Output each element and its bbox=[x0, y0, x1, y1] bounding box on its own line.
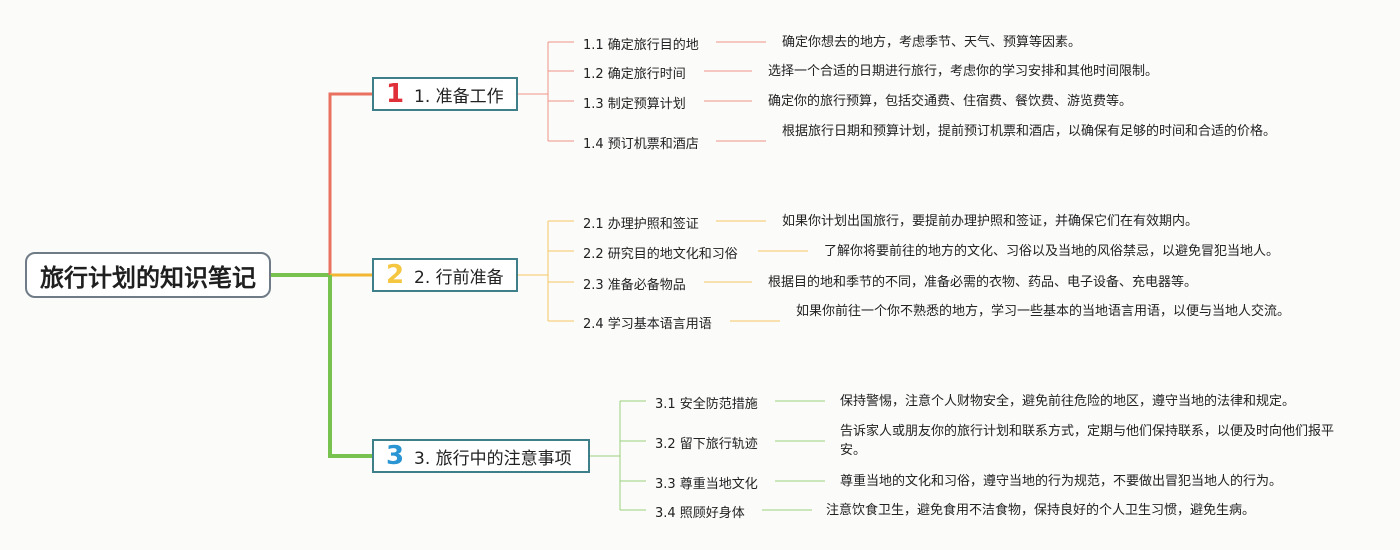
description-1-3: 确定你的旅行预算，包括交通费、住宿费、餐饮费、游览费等。 bbox=[768, 94, 1133, 109]
description-3-4: 注意饮食卫生，避免食用不洁食物，保持良好的个人卫生习惯，避免生病。 bbox=[826, 503, 1256, 518]
subtopic-2-4[interactable]: 2.4 学习基本语言用语 bbox=[583, 317, 712, 332]
description-3-2: 告诉家人或朋友你的旅行计划和联系方式，定期与他们保持联系，以便及时向他们报平安。 bbox=[840, 424, 1335, 458]
description-3-3: 尊重当地的文化和习俗，遵守当地的行为规范，不要做出冒犯当地人的行为。 bbox=[840, 474, 1283, 489]
description-3-1: 保持警惕，注意个人财物安全，避免前往危险的地区，遵守当地的法律和规定。 bbox=[840, 394, 1296, 409]
subtopic-1-2[interactable]: 1.2 确定旅行时间 bbox=[583, 67, 686, 82]
subtopic-3-3[interactable]: 3.3 尊重当地文化 bbox=[655, 477, 758, 492]
branch-node-2[interactable]: 2 2. 行前准备 bbox=[372, 258, 518, 292]
root-node[interactable]: 旅行计划的知识笔记 bbox=[25, 252, 271, 298]
subtopic-3-1[interactable]: 3.1 安全防范措施 bbox=[655, 397, 758, 412]
description-1-1: 确定你想去的地方，考虑季节、天气、预算等因素。 bbox=[782, 35, 1082, 50]
subtopic-3-2[interactable]: 3.2 留下旅行轨迹 bbox=[655, 437, 758, 452]
subtopic-1-1[interactable]: 1.1 确定旅行目的地 bbox=[583, 38, 699, 53]
subtopic-2-2[interactable]: 2.2 研究目的地文化和习俗 bbox=[583, 247, 738, 262]
description-2-1: 如果你计划出国旅行，要提前办理护照和签证，并确保它们在有效期内。 bbox=[782, 214, 1199, 229]
number-badge-2: 2 bbox=[385, 260, 405, 290]
root-title: 旅行计划的知识笔记 bbox=[40, 263, 256, 292]
subtopic-1-3[interactable]: 1.3 制定预算计划 bbox=[583, 97, 686, 112]
subtopic-2-1[interactable]: 2.1 办理护照和签证 bbox=[583, 217, 699, 232]
description-2-2: 了解你将要前往的地方的文化、习俗以及当地的风俗禁忌，以避免冒犯当地人。 bbox=[824, 244, 1280, 259]
description-2-3: 根据目的地和季节的不同，准备必需的衣物、药品、电子设备、充电器等。 bbox=[768, 275, 1198, 290]
subtopic-2-3[interactable]: 2.3 准备必备物品 bbox=[583, 278, 686, 293]
branch-label-1: 1. 准备工作 bbox=[414, 86, 504, 107]
branch-node-3[interactable]: 3 3. 旅行中的注意事项 bbox=[372, 439, 590, 473]
number-badge-3: 3 bbox=[385, 441, 405, 471]
branch-node-1[interactable]: 1 1. 准备工作 bbox=[372, 77, 518, 111]
branch-label-3: 3. 旅行中的注意事项 bbox=[414, 448, 572, 469]
description-2-4: 如果你前往一个你不熟悉的地方，学习一些基本的当地语言用语，以便与当地人交流。 bbox=[796, 304, 1291, 319]
description-1-4: 根据旅行日期和预算计划，提前预订机票和酒店，以确保有足够的时间和合适的价格。 bbox=[782, 124, 1277, 139]
number-badge-1: 1 bbox=[385, 79, 405, 109]
subtopic-3-4[interactable]: 3.4 照顾好身体 bbox=[655, 506, 745, 521]
subtopic-1-4[interactable]: 1.4 预订机票和酒店 bbox=[583, 137, 699, 152]
branch-label-2: 2. 行前准备 bbox=[414, 267, 504, 288]
description-1-2: 选择一个合适的日期进行旅行，考虑你的学习安排和其他时间限制。 bbox=[768, 64, 1159, 79]
